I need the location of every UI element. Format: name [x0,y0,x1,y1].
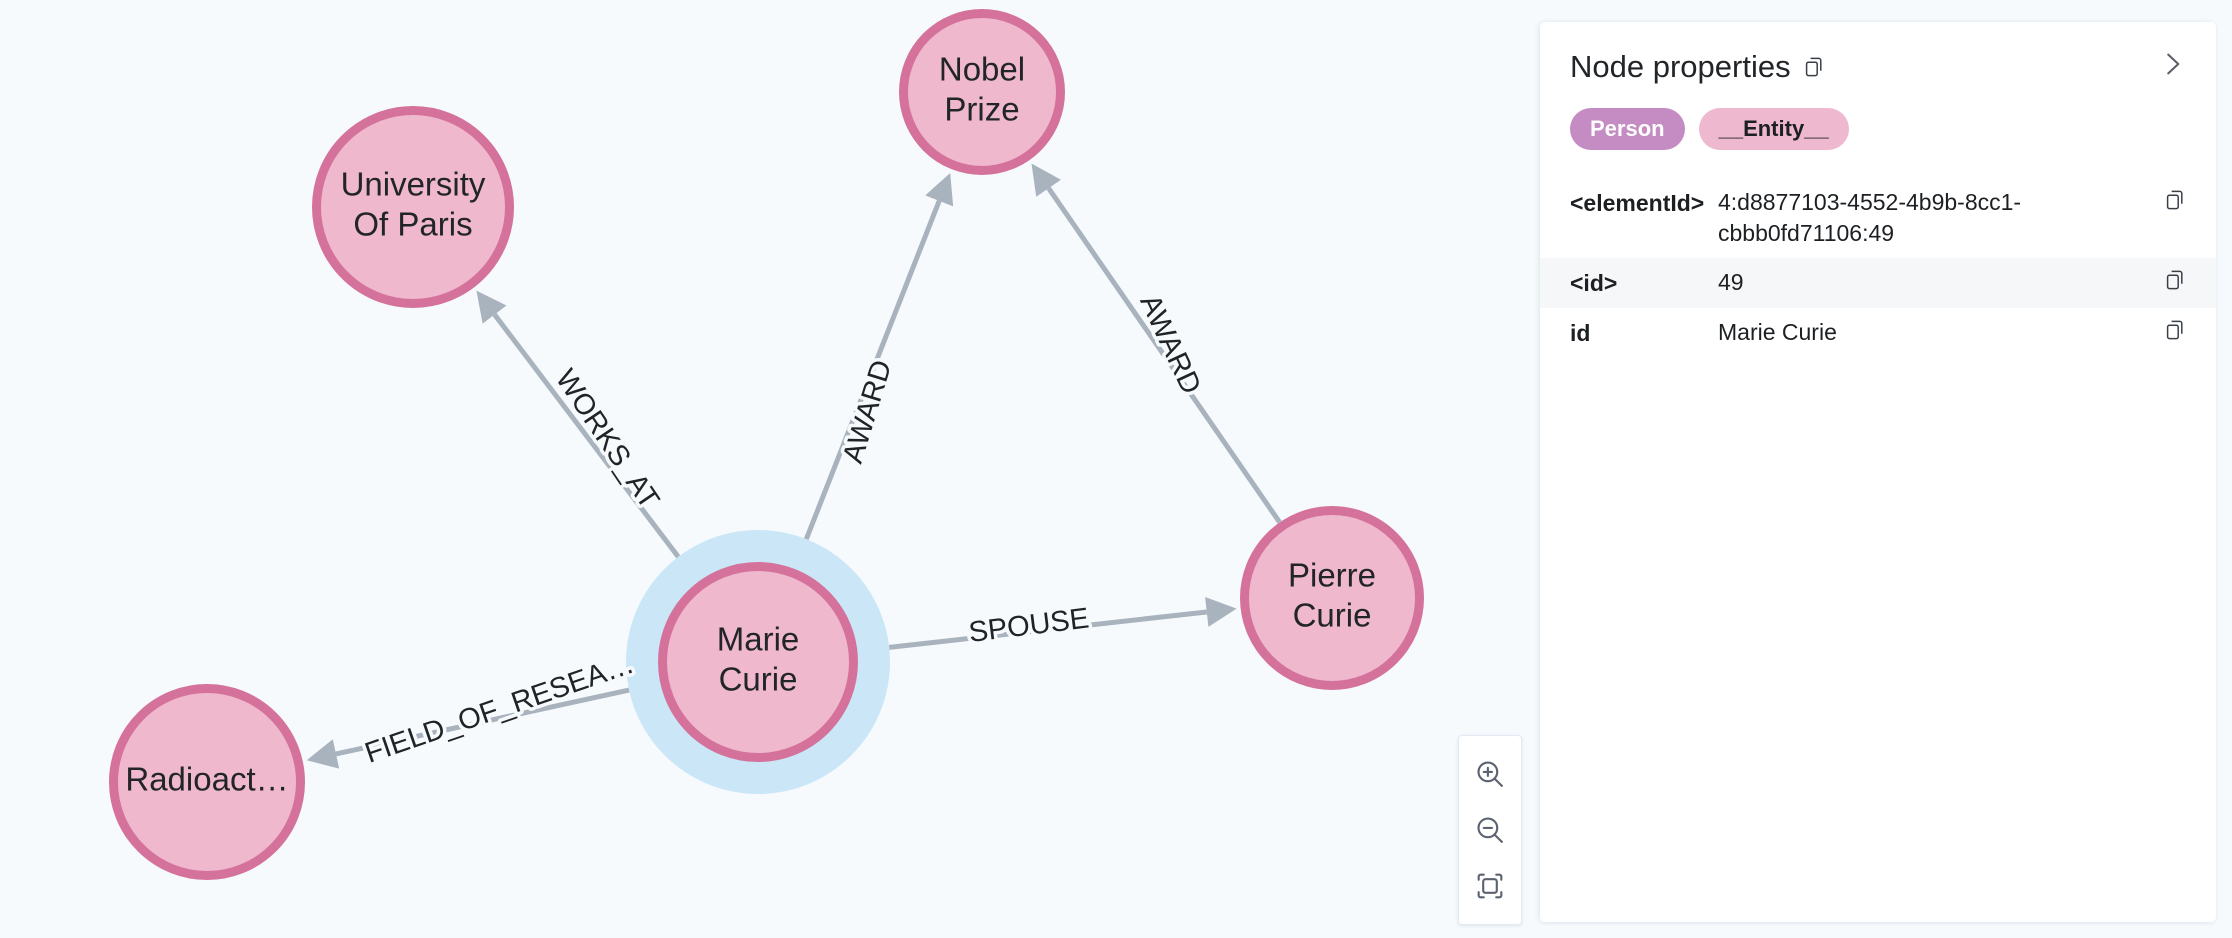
relationship-label-halo: AWARD [1133,290,1207,399]
relationship-line [888,609,1208,650]
fit-to-screen-button[interactable] [1467,863,1513,909]
zoom-out-button[interactable] [1467,807,1513,853]
graph-node-radioactivity[interactable]: Radioact… [109,684,305,880]
property-value: Marie Curie [1718,318,1837,345]
relationship-spouse[interactable] [888,597,1237,650]
copy-icon[interactable] [1802,55,1826,79]
zoom-controls-panel [1458,735,1522,925]
relationship-line [492,313,681,559]
relationship-line [1046,186,1282,524]
page-title: Node properties [1570,49,1791,84]
property-row: id Marie Curie [1540,308,2216,358]
zoom-in-icon [1473,757,1507,791]
property-value: 49 [1718,268,1744,295]
relationship-label: AWARD [837,356,899,467]
relationship-line [335,687,630,757]
relationship-arrowhead [925,172,954,207]
zoom-out-icon [1473,813,1507,847]
node-label-chip-person[interactable]: Person [1570,108,1685,150]
relationship-label-halo: WORKS_AT [549,364,665,515]
panel-header: Node properties [1540,22,2216,84]
relationships-layer [306,163,1282,769]
property-key: <id> [1570,269,1618,296]
relationship-arrowhead [476,290,507,324]
property-key: id [1570,319,1591,346]
relationship-arrowhead [1031,163,1061,197]
copy-icon[interactable] [2160,187,2190,212]
copy-icon[interactable] [2160,267,2190,292]
relationship-arrowhead [1205,597,1237,627]
node-circle[interactable] [312,106,514,308]
node-label-chip-entity[interactable]: __Entity__ [1698,108,1849,150]
relationship-award-marie[interactable] [803,172,954,541]
node-circle[interactable] [899,9,1065,175]
relationship-label: AWARD [1133,290,1207,399]
node-properties-panel: Node properties Person __Entity__ <elemen… [1540,22,2216,922]
property-row: <id> 49 [1540,257,2216,308]
relationship-works-at[interactable] [476,290,681,559]
node-labels-list: Person __Entity__ [1540,84,2216,150]
relationship-label: WORKS_AT [549,364,665,515]
node-circle[interactable] [658,562,858,762]
property-key: <elementId> [1570,189,1705,216]
relationship-award-pierre[interactable] [1031,163,1282,524]
zoom-in-button[interactable] [1467,751,1513,797]
fit-to-screen-icon [1473,869,1507,903]
property-value: 4:d8877103-4552-4b9b-8cc1-cbbb0fd71106:4… [1718,188,2022,246]
properties-table: <elementId> 4:d8877103-4552-4b9b-8cc1-cbb… [1540,178,2216,358]
relationship-field-of-research[interactable] [306,687,630,769]
relationship-label-halo: AWARD [837,356,899,467]
node-circle[interactable] [1240,506,1424,690]
copy-icon[interactable] [2160,317,2190,342]
relationship-label: FIELD_OF_RESEA… [361,648,638,770]
collapse-panel-button[interactable] [2150,42,2194,86]
node-circle[interactable] [109,684,305,880]
relationship-arrowhead [306,739,340,769]
relationship-label-halo: FIELD_OF_RESEA… [361,648,638,770]
property-row: <elementId> 4:d8877103-4552-4b9b-8cc1-cbb… [1540,178,2216,258]
relationship-line [803,199,942,541]
